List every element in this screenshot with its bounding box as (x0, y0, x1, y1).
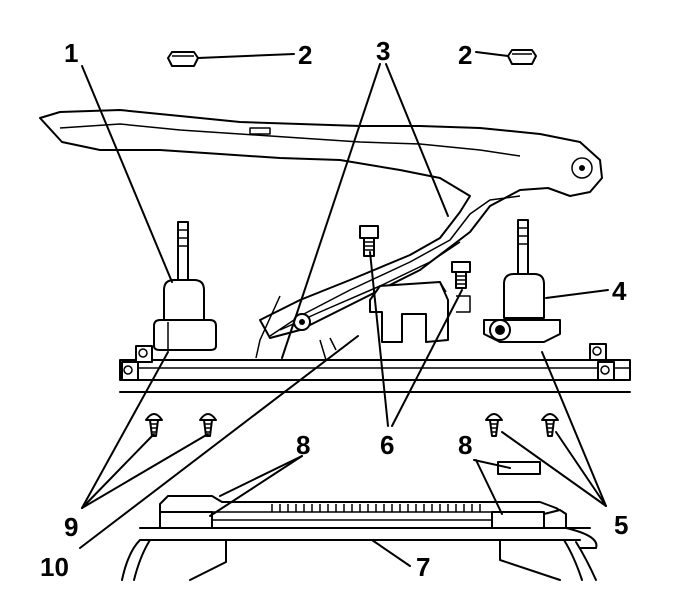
retainer-clip (497, 461, 541, 475)
callout-7: 7 (416, 552, 430, 582)
right-seat-motor (483, 219, 561, 343)
callout-2-left: 2 (298, 40, 312, 70)
track-teeth (271, 504, 481, 512)
screw-left-a (145, 413, 163, 437)
callout-1: 1 (64, 38, 78, 68)
callout-3: 3 (376, 36, 390, 66)
callout-4: 4 (612, 276, 627, 306)
left-seat-motor (153, 221, 217, 351)
seat-base-rail (119, 337, 631, 393)
screw-right-a (485, 413, 503, 437)
screw-right-b (541, 413, 559, 437)
callout-8-right: 8 (458, 430, 472, 460)
callout-8-left: 8 (296, 430, 310, 460)
nut-right (507, 49, 537, 65)
callout-9: 9 (64, 512, 78, 542)
callout-5: 5 (614, 510, 628, 540)
screw-left-b (199, 413, 217, 437)
seat-cushion-frame (39, 109, 603, 339)
leader-lines (79, 51, 609, 567)
callout-2-right: 2 (458, 40, 472, 70)
callout-10: 10 (40, 552, 69, 582)
center-bracket (369, 281, 471, 343)
lower-seat-track (121, 495, 598, 581)
bolt-left (359, 225, 379, 257)
callout-6: 6 (380, 430, 394, 460)
bolt-right (451, 261, 471, 289)
nut-left (167, 51, 199, 67)
